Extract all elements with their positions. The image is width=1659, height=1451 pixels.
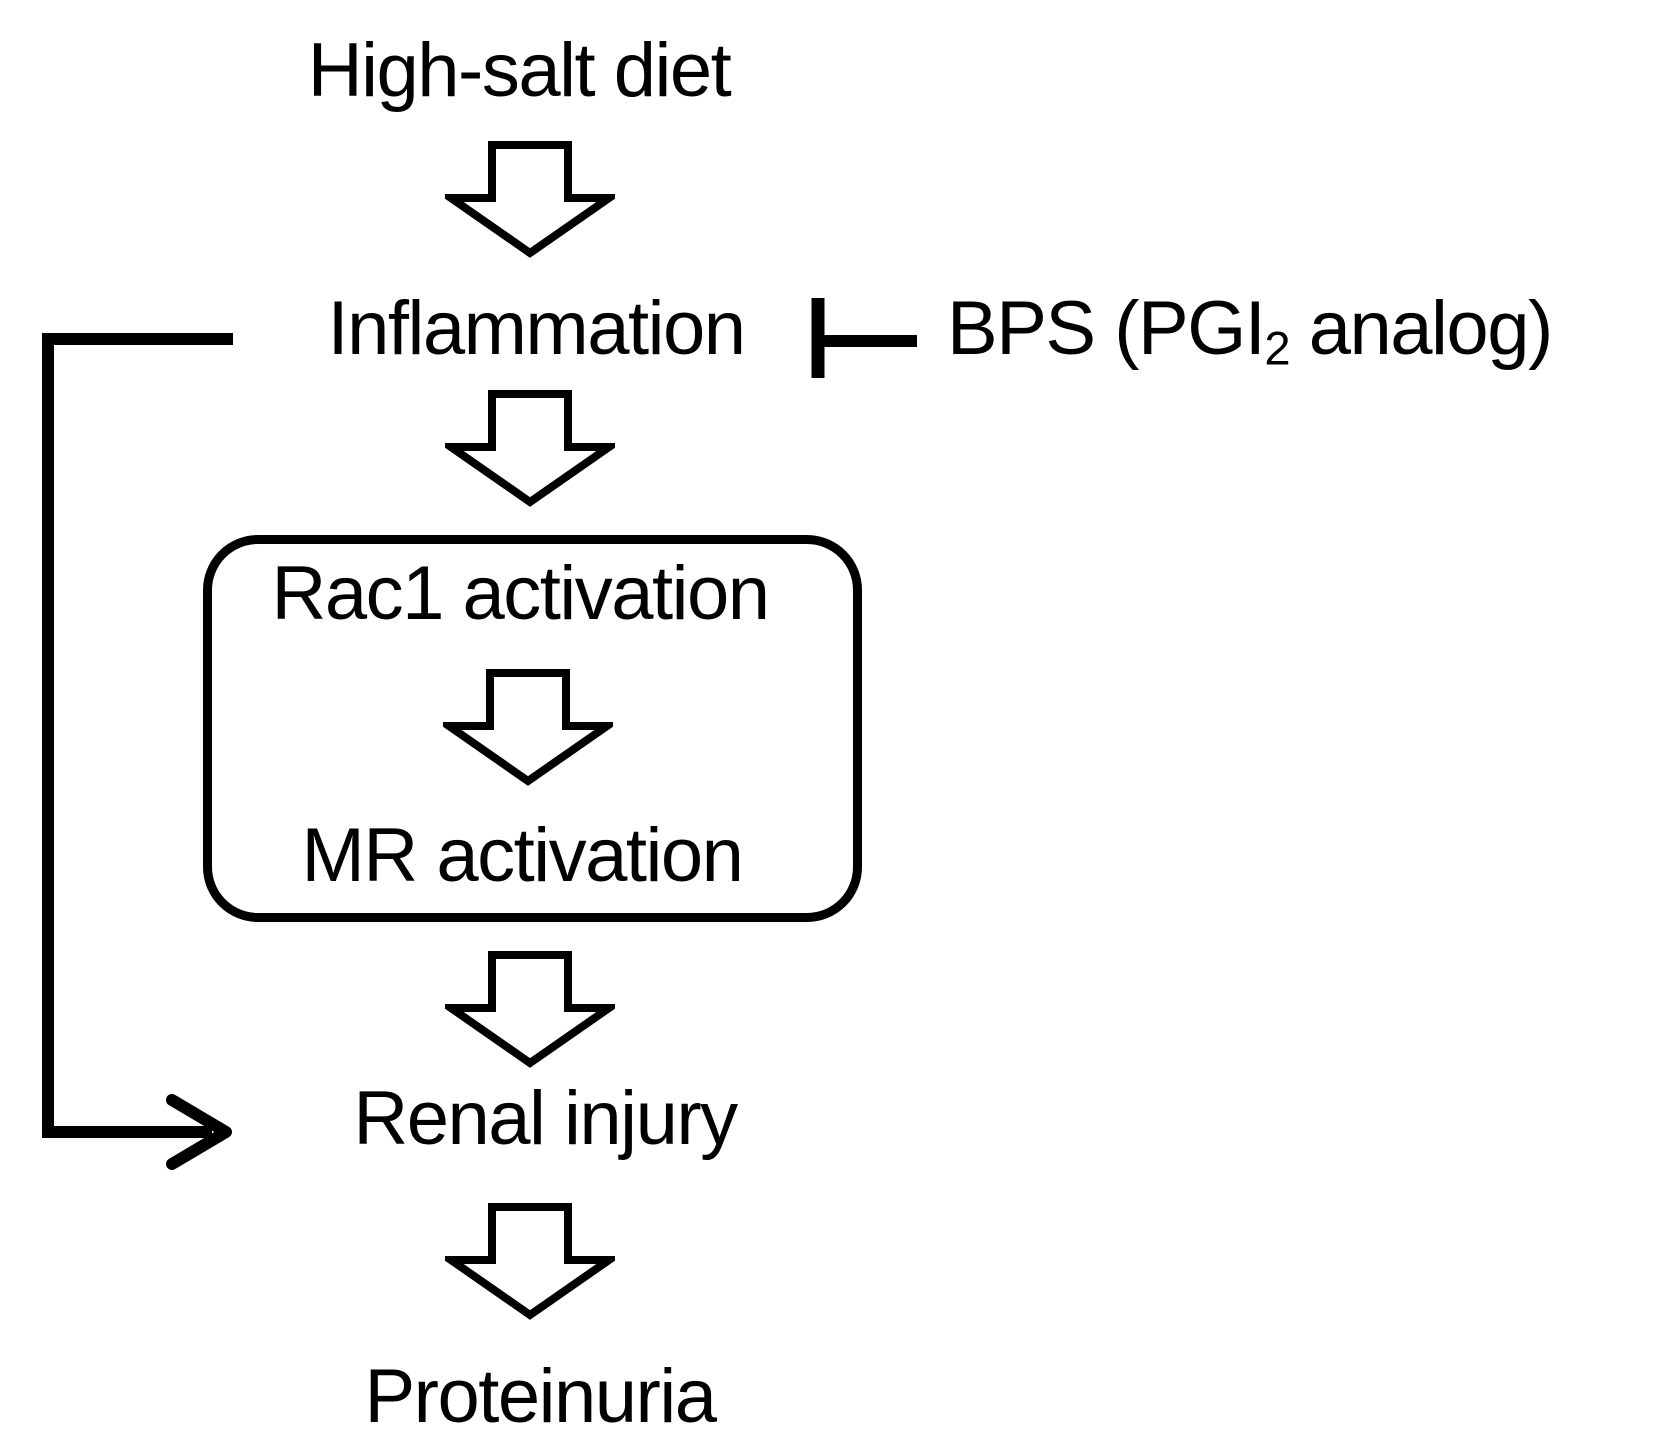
- inhibitor-label-bps: BPS (PGI2 analog): [947, 291, 1553, 372]
- block-arrow-down-shape: [445, 1203, 615, 1320]
- node-mr-activation: MR activation: [301, 813, 744, 898]
- block-arrow-down-icon: [443, 669, 613, 786]
- bypass-elbow-line: [42, 333, 233, 1138]
- block-arrow-down-icon: [445, 141, 615, 258]
- node-rac1-activation: Rac1 activation: [271, 551, 770, 636]
- bypass-arrowhead-icon: [166, 1094, 232, 1170]
- block-arrow-down-shape: [445, 141, 615, 258]
- node-inflammation: Inflammation: [327, 286, 746, 371]
- block-arrow-down-icon: [445, 1203, 615, 1320]
- block-arrow-down-icon: [445, 390, 615, 507]
- node-high-salt-diet: High-salt diet: [307, 28, 732, 113]
- node-renal-injury: Renal injury: [353, 1076, 738, 1161]
- rac1-mr-group-box: [203, 535, 862, 922]
- block-arrow-down-shape: [443, 669, 613, 786]
- node-proteinuria: Proteinuria: [364, 1354, 717, 1439]
- inhibitor-label-prefix: BPS (PGI: [947, 286, 1266, 371]
- block-arrow-down-shape: [445, 951, 615, 1068]
- block-arrow-down-icon: [445, 951, 615, 1068]
- block-arrow-down-shape: [445, 390, 615, 507]
- inhibitor-label-suffix: analog): [1289, 286, 1554, 371]
- inhibitor-label-subscript: 2: [1264, 321, 1290, 375]
